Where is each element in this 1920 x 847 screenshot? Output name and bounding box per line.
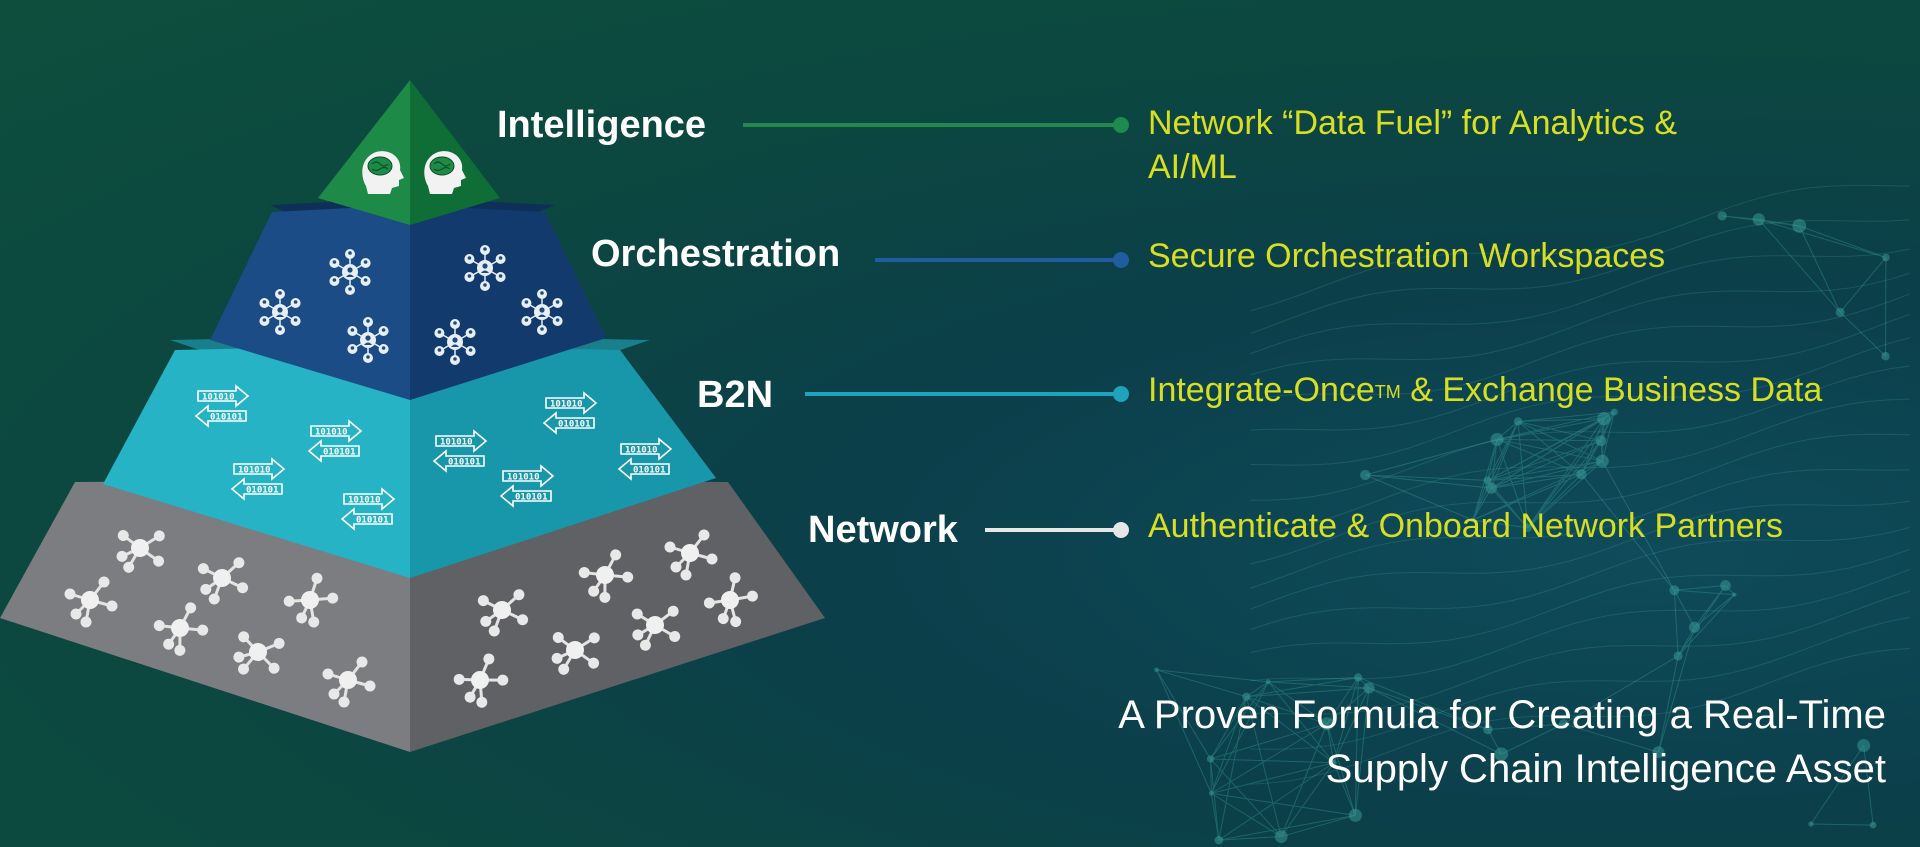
molecule-node-icon [664, 529, 718, 581]
pyramid-layer-orchestration [210, 198, 606, 400]
svg-text:010101: 010101 [633, 466, 666, 476]
description-orchestration: Secure Orchestration Workspaces [1148, 237, 1666, 275]
network-icons [64, 529, 758, 708]
orchestration-left-face [210, 205, 410, 400]
hub-people-icon [329, 249, 371, 295]
b2n-right-face [410, 345, 716, 578]
svg-text:101010: 101010 [550, 400, 583, 410]
label-intelligence: Intelligence [497, 104, 707, 146]
connector-orchestration [875, 252, 1129, 268]
molecule-node-icon [153, 602, 209, 656]
binary-exchange-icon: 101010 010101 [617, 437, 673, 481]
orchestration-right-face [410, 205, 606, 400]
network-right-face [410, 480, 825, 752]
molecule-node-icon [551, 632, 600, 675]
svg-text:010101: 010101 [558, 420, 591, 430]
orchestration-icons [259, 245, 563, 365]
description-intelligence-line2: AI/ML [1148, 148, 1237, 186]
molecule-node-icon [453, 653, 509, 708]
mesh-lines [1156, 215, 1887, 841]
molecule-node-icon [703, 572, 758, 628]
molecule-node-icon [64, 576, 118, 628]
b2n-icons: 1010100101011010100101011010100101011010… [194, 384, 673, 531]
svg-text:010101: 010101 [515, 493, 548, 503]
molecule-node-icon [283, 572, 339, 628]
pyramid-layer-network [0, 480, 825, 752]
binary-exchange-icon: 101010 010101 [194, 384, 250, 428]
molecule-node-icon [322, 656, 376, 708]
binary-exchange-icon: 101010 010101 [230, 457, 286, 501]
description-b2n-text-end: & Exchange Business Data [1400, 371, 1823, 409]
svg-text:101010: 101010 [507, 473, 540, 483]
molecule-node-icon [197, 557, 249, 605]
network-left-face [0, 480, 410, 752]
svg-text:101010: 101010 [315, 428, 348, 438]
binary-exchange-icon: 101010 010101 [432, 429, 488, 473]
label-network: Network [808, 509, 958, 551]
svg-text:010101: 010101 [448, 458, 481, 468]
hub-people-icon [521, 289, 563, 335]
brain-head-icon [362, 151, 404, 194]
label-b2n: B2N [697, 374, 774, 416]
hub-people-icon [464, 245, 506, 291]
description-b2n-text: Integrate-Once [1148, 371, 1375, 409]
tagline-line1: A Proven Formula for Creating a Real-Tim… [1118, 693, 1886, 737]
description-b2n: Integrate-OnceTM & Exchange Business Dat… [1148, 368, 1822, 412]
binary-exchange-icon: 101010 010101 [499, 464, 555, 508]
hub-people-icon [434, 319, 476, 365]
binary-exchange-icon: 101010 010101 [340, 487, 396, 531]
tagline-line2: Supply Chain Intelligence Asset [1325, 747, 1886, 791]
b2n-left-face [103, 345, 410, 578]
hub-people-icon [259, 289, 301, 335]
description-intelligence: Network “Data Fuel” for Analytics & AI/M… [1148, 101, 1677, 189]
svg-text:010101: 010101 [210, 413, 243, 423]
mesh-nodes [1154, 211, 1890, 845]
svg-text:101010: 101010 [625, 446, 658, 456]
molecule-node-icon [631, 605, 681, 651]
molecule-node-icon [233, 631, 285, 675]
binary-exchange-icon: 101010 010101 [307, 419, 363, 463]
trademark-mark: TM [1374, 382, 1401, 402]
svg-text:010101: 010101 [323, 448, 356, 458]
mesh-waves [1249, 184, 1911, 785]
intelligence-icons [362, 151, 466, 194]
pyramid-layer-intelligence [318, 80, 500, 225]
svg-text:101010: 101010 [238, 466, 271, 476]
svg-text:101010: 101010 [440, 438, 473, 448]
connector-network [985, 522, 1129, 538]
molecule-node-icon [477, 589, 529, 637]
svg-text:101010: 101010 [202, 393, 235, 403]
description-network: Authenticate & Onboard Network Partners [1148, 507, 1783, 545]
description-intelligence-line1: Network “Data Fuel” for Analytics & [1148, 104, 1678, 142]
hub-people-icon [347, 317, 389, 363]
label-orchestration: Orchestration [591, 233, 841, 275]
connector-intelligence [743, 117, 1129, 133]
molecule-node-icon [578, 549, 634, 603]
svg-text:010101: 010101 [356, 516, 389, 526]
molecule-node-icon [116, 530, 165, 573]
binary-exchange-icon: 101010 010101 [542, 391, 598, 435]
connector-b2n [805, 386, 1129, 402]
svg-text:101010: 101010 [348, 496, 381, 506]
tagline: A Proven Formula for Creating a Real-Tim… [1118, 688, 1886, 796]
svg-text:010101: 010101 [246, 486, 279, 496]
brain-head-icon [424, 151, 466, 194]
